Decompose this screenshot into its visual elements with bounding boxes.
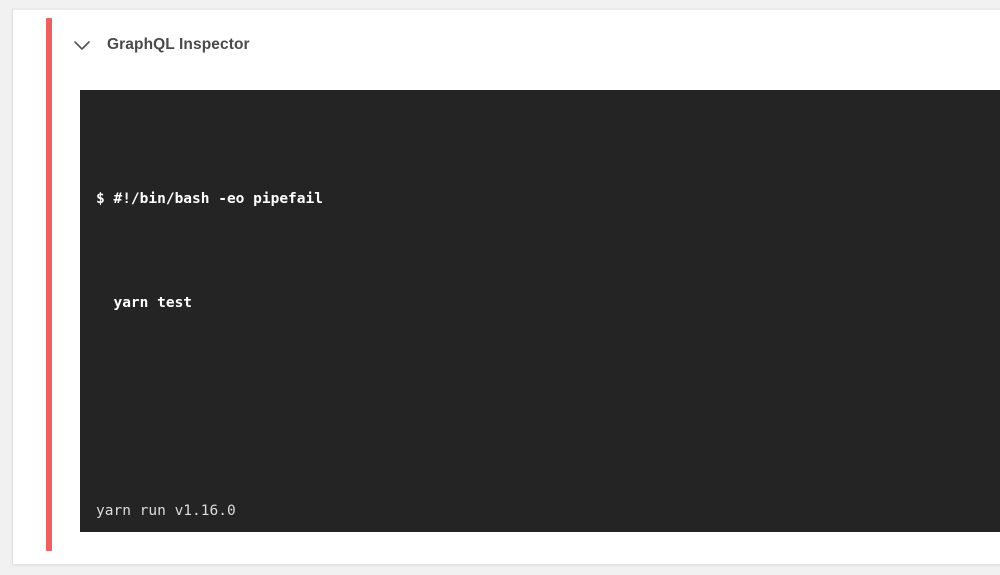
job-header[interactable]: GraphQL Inspector [71, 28, 250, 62]
log-body: $ #!/bin/bash -eo pipefail yarn test yar… [96, 108, 1000, 532]
log-line-command-shebang: $ #!/bin/bash -eo pipefail [96, 191, 323, 207]
log-line-spacer-1 [96, 394, 1000, 420]
terminal-output[interactable]: $ #!/bin/bash -eo pipefail yarn test yar… [80, 90, 1000, 532]
job-card: GraphQL Inspector $ #!/bin/bash -eo pipe… [12, 8, 1000, 565]
page-title: GraphQL Inspector [107, 36, 250, 53]
chevron-down-icon[interactable] [71, 34, 93, 56]
job-status-bar [46, 18, 52, 551]
log-line-command-yarn-test: yarn test [96, 295, 193, 311]
log-line-yarn-run: yarn run v1.16.0 [96, 503, 236, 519]
